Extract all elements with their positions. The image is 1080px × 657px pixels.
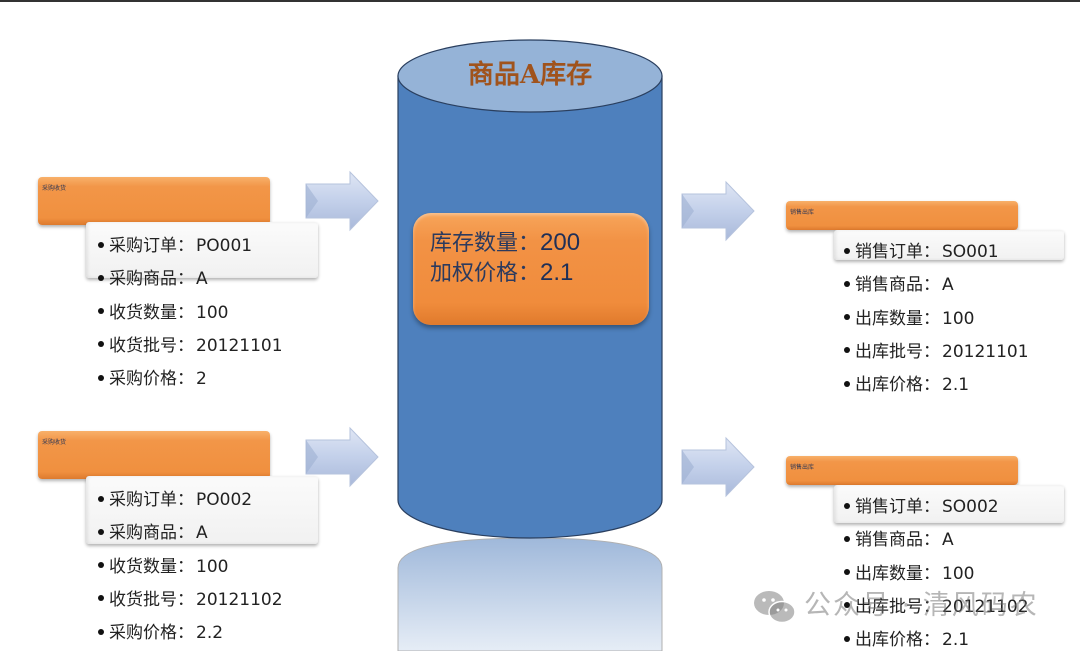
- bullet-icon: [844, 602, 850, 609]
- shipment-highlight-box-1: [834, 230, 1064, 260]
- stock-summary-box: 库存数量：200 加权价格：2.1: [413, 213, 649, 325]
- shipment-header-label: 销售出库: [790, 209, 815, 216]
- shipment-header-label: 销售出库: [790, 464, 815, 471]
- list-item: 销售商品：A: [844, 269, 1029, 302]
- watermark-text: 公众号 · 清风码农: [804, 590, 1039, 621]
- bullet-icon: [98, 628, 104, 635]
- list-item: 出库数量：100: [844, 558, 1029, 591]
- list-item: 销售订单：SO001: [844, 236, 1029, 269]
- list-item: 出库批号：20121102: [844, 591, 1029, 624]
- arrow-right-icon: [681, 436, 755, 498]
- list-item: 销售订单：SO002: [844, 491, 1029, 524]
- arrow-right-icon: [305, 426, 379, 488]
- bullet-icon: [844, 635, 850, 642]
- bullet-icon: [98, 562, 104, 569]
- bullet-icon: [844, 247, 850, 254]
- shipment-header-2: 销售出库: [786, 456, 1018, 485]
- stock-qty-value: 200: [540, 229, 581, 256]
- cylinder-reflection: [397, 537, 663, 651]
- bullet-icon: [844, 280, 850, 287]
- bullet-icon: [844, 535, 850, 542]
- receipt-header-label: 采购收货: [42, 439, 67, 446]
- receipt-highlight-box-1: [86, 222, 318, 278]
- stock-price-value: 2.1: [540, 259, 574, 286]
- cylinder-top: [397, 39, 663, 113]
- bullet-icon: [98, 528, 104, 535]
- cylinder-title: 商品A库存: [467, 60, 593, 90]
- list-item: 出库价格：2.1: [844, 624, 1029, 657]
- bullet-icon: [98, 308, 104, 315]
- list-item: 收货批号：20121102: [98, 584, 283, 617]
- bullet-icon: [98, 374, 104, 381]
- shipment-list-2: 销售订单：SO002 销售商品：A 出库数量：100 出库批号：20121102…: [844, 491, 1029, 657]
- bullet-icon: [98, 495, 104, 502]
- receipt-list-1: 采购订单：PO001 采购商品：A 收货数量：100 收货批号：20121101…: [98, 230, 283, 396]
- list-item: 收货批号：20121101: [98, 330, 283, 363]
- list-item: 出库价格：2.1: [844, 369, 1029, 402]
- stock-price-label: 加权价格：: [430, 261, 541, 286]
- bullet-icon: [98, 241, 104, 248]
- bullet-icon: [844, 569, 850, 576]
- list-item: 采购价格：2: [98, 363, 283, 396]
- bullet-icon: [98, 341, 104, 348]
- stock-qty-label: 库存数量：: [430, 231, 541, 256]
- arrow-right-icon: [305, 170, 379, 232]
- shipment-header-1: 销售出库: [786, 201, 1018, 230]
- bullet-icon: [844, 314, 850, 321]
- bullet-icon: [844, 502, 850, 509]
- receipt-list-2: 采购订单：PO002 采购商品：A 收货数量：100 收货批号：20121102…: [98, 484, 283, 650]
- bullet-icon: [844, 347, 850, 354]
- wechat-icon: [754, 591, 796, 624]
- bullet-icon: [98, 595, 104, 602]
- list-item: 收货数量：100: [98, 551, 283, 584]
- list-item: 采购订单：PO002: [98, 484, 283, 517]
- top-border: [0, 0, 1080, 2]
- stock-price: 加权价格：2.1: [430, 255, 573, 287]
- list-item: 出库数量：100: [844, 303, 1029, 336]
- list-item: 采购订单：PO001: [98, 230, 283, 263]
- list-item: 采购商品：A: [98, 263, 283, 296]
- list-item: 收货数量：100: [98, 297, 283, 330]
- receipt-header-1: 采购收货: [38, 177, 270, 225]
- list-item: 销售商品：A: [844, 524, 1029, 557]
- receipt-header-label: 采购收货: [42, 185, 67, 192]
- bullet-icon: [98, 274, 104, 281]
- list-item: 采购商品：A: [98, 517, 283, 550]
- stock-qty: 库存数量：200: [430, 225, 580, 257]
- list-item: 出库批号：20121101: [844, 336, 1029, 369]
- list-item: 采购价格：2.2: [98, 617, 283, 650]
- shipment-highlight-box-2: [834, 485, 1064, 523]
- receipt-header-2: 采购收货: [38, 431, 270, 479]
- arrow-right-icon: [681, 180, 755, 242]
- bullet-icon: [844, 380, 850, 387]
- shipment-list-1: 销售订单：SO001 销售商品：A 出库数量：100 出库批号：20121101…: [844, 236, 1029, 402]
- receipt-highlight-box-2: [86, 476, 318, 544]
